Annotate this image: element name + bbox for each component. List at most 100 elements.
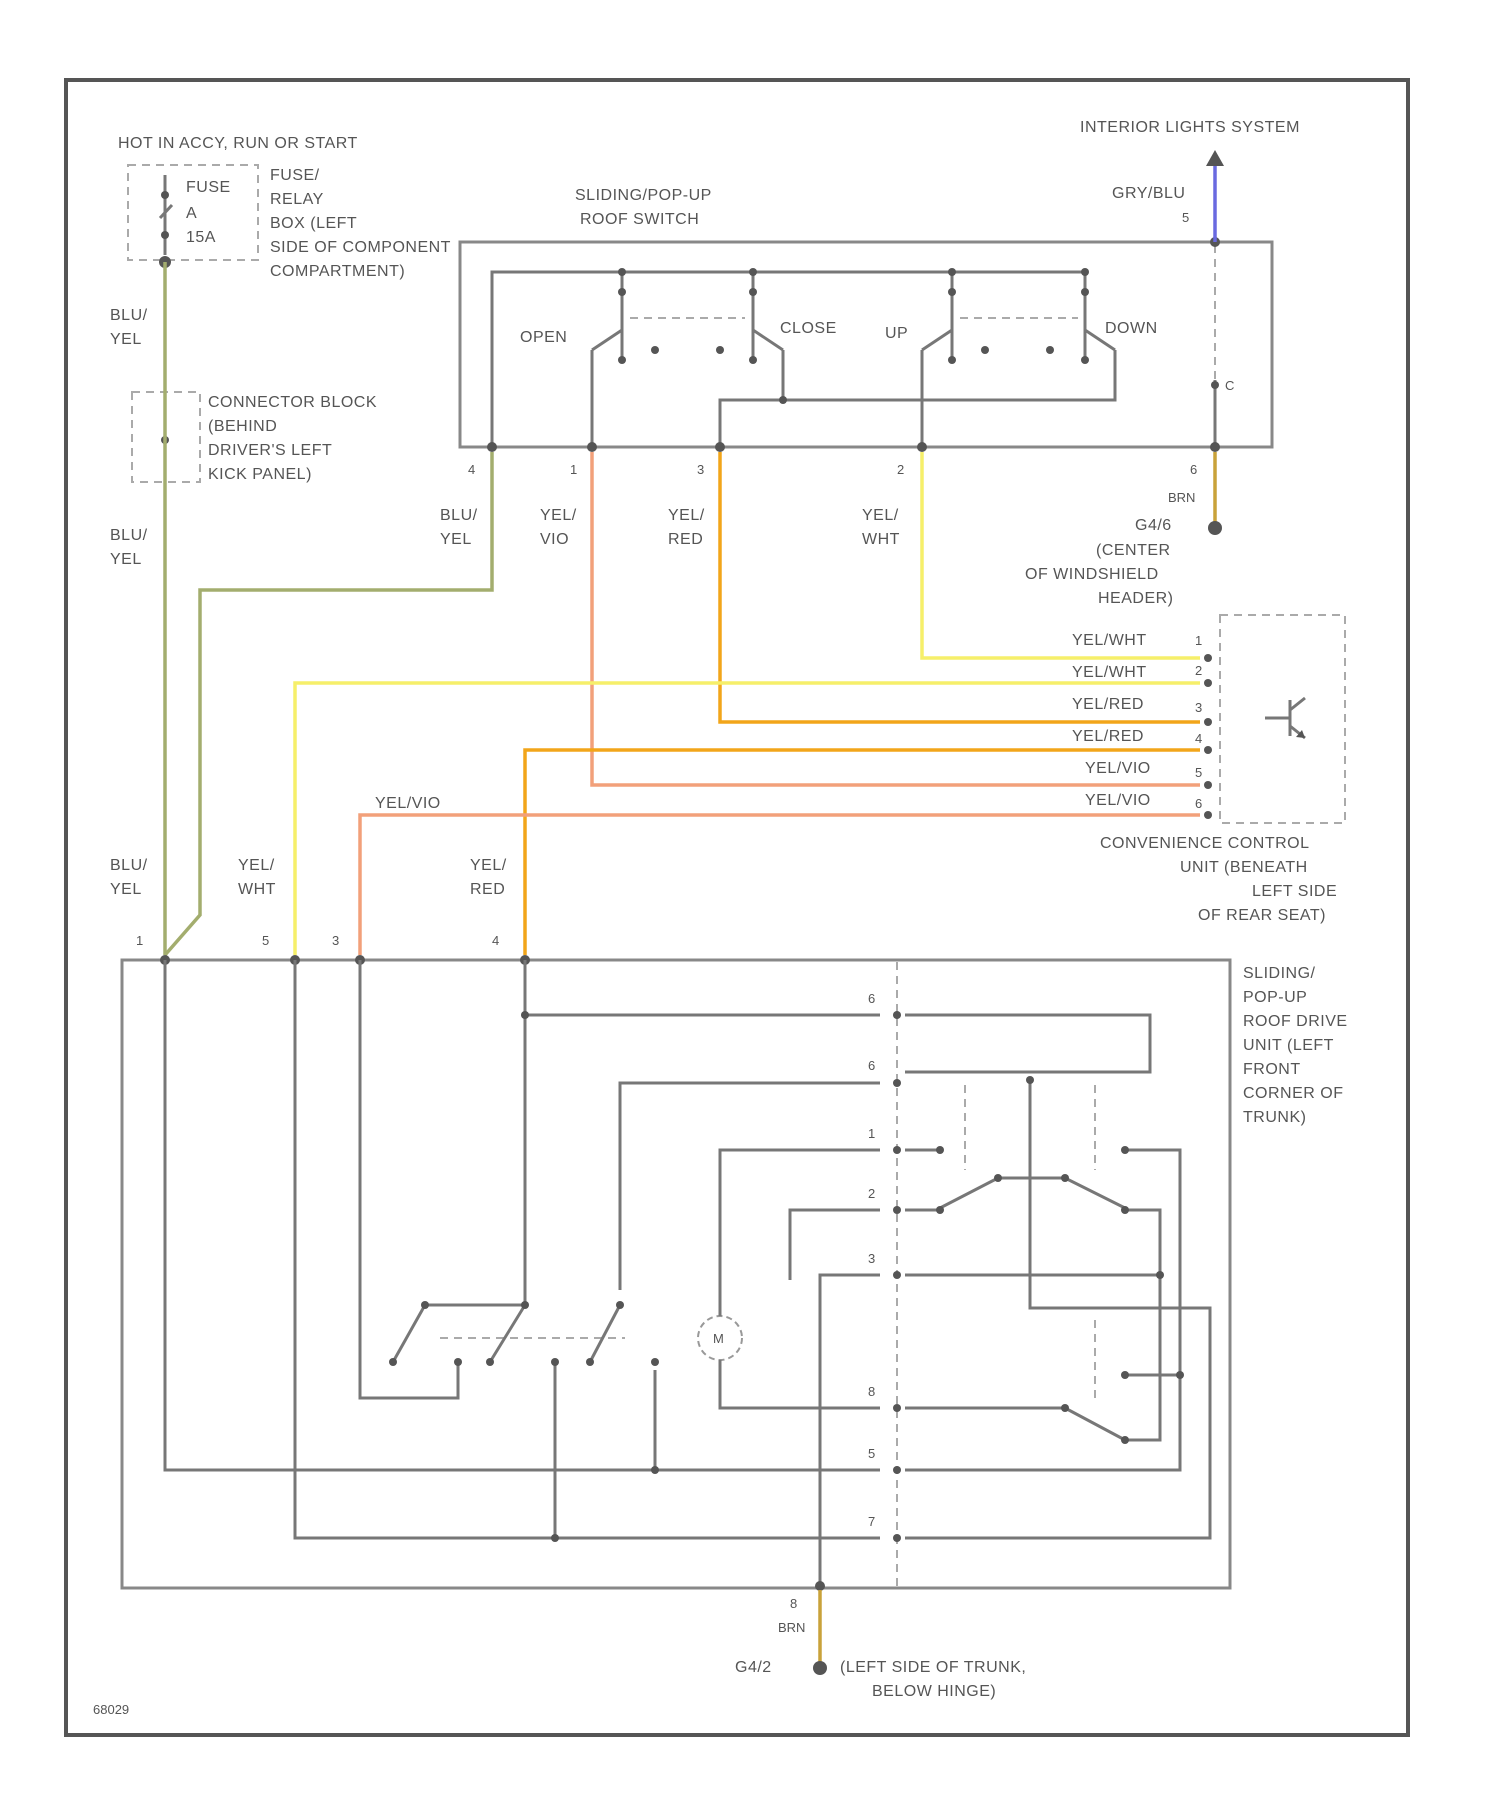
ccu-pin-1: 1 bbox=[1195, 633, 1202, 648]
motor-icon: M bbox=[698, 1316, 742, 1360]
fuse-relay-desc-1: FUSE/ bbox=[270, 167, 320, 184]
roof-switch: SLIDING/POP-UP ROOF SWITCH OPEN CLOSE UP… bbox=[460, 187, 1272, 477]
drive-right-pin-3: 1 bbox=[868, 1126, 875, 1141]
switch-down-label: DOWN bbox=[1105, 320, 1158, 337]
switch-pin-e: 6 bbox=[1190, 462, 1197, 477]
interior-lights-arrow bbox=[1206, 150, 1224, 166]
fuse-relay-desc-2: RELAY bbox=[270, 191, 324, 208]
wire-yel-wht-drive bbox=[295, 683, 1200, 955]
wire-label-drive-yel-red-a: YEL/ bbox=[470, 857, 507, 874]
switch-pin-c: 3 bbox=[697, 462, 704, 477]
fuse-rating: 15A bbox=[186, 229, 216, 246]
connector-block-desc-1: CONNECTOR BLOCK bbox=[208, 394, 377, 411]
wire-label-drive-blu-yel-b: YEL bbox=[110, 881, 142, 898]
ccu-wire-label-5: YEL/VIO bbox=[1085, 760, 1151, 777]
wire-label-drive-yel-red-b: RED bbox=[470, 881, 505, 898]
wire-label-blu-yel-2b: YEL bbox=[110, 551, 142, 568]
wire-label-sw-yel-wht-a: YEL/ bbox=[862, 507, 899, 524]
wire-label-yel-vio-inline: YEL/VIO bbox=[375, 795, 441, 812]
ccu-desc-3: LEFT SIDE bbox=[1252, 883, 1337, 900]
drive-unit-desc-1: SLIDING/ bbox=[1243, 965, 1316, 982]
ccu-desc-1: CONVENIENCE CONTROL bbox=[1100, 835, 1310, 852]
drive-right-pin-8: 7 bbox=[868, 1514, 875, 1529]
wire-label-sw-blu-yel-b: YEL bbox=[440, 531, 472, 548]
ccu-wire-label-4: YEL/RED bbox=[1072, 728, 1144, 745]
ground-center-label: G4/6 bbox=[1135, 517, 1172, 534]
fuse-relay-desc-4: SIDE OF COMPONENT bbox=[270, 239, 451, 256]
drive-top-pin-1: 1 bbox=[136, 933, 143, 948]
switch-up-label: UP bbox=[885, 325, 908, 342]
wire-label-sw-blu-yel-a: BLU/ bbox=[440, 507, 478, 524]
ccu-pin-5: 5 bbox=[1195, 765, 1202, 780]
drive-top-pin-3: 3 bbox=[332, 933, 339, 948]
transistor-icon bbox=[1265, 698, 1305, 738]
wire-label-brn-2: BRN bbox=[778, 1620, 805, 1635]
wire-label-gry-blu: GRY/BLU bbox=[1112, 185, 1185, 202]
wire-yel-red-drive bbox=[525, 750, 1200, 955]
drive-unit-desc-3: ROOF DRIVE bbox=[1243, 1013, 1348, 1030]
interior-lights-label: INTERIOR LIGHTS SYSTEM bbox=[1080, 119, 1300, 136]
fuse-label: FUSE bbox=[186, 179, 231, 196]
drive-right-pin-5: 3 bbox=[868, 1251, 875, 1266]
fuse-relay-desc-3: BOX (LEFT bbox=[270, 215, 357, 232]
ccu-pin-6: 6 bbox=[1195, 796, 1202, 811]
ccu-pin-2: 2 bbox=[1195, 663, 1202, 678]
ccu-wire-label-2: YEL/WHT bbox=[1072, 664, 1147, 681]
fuse-relay-desc-5: COMPARTMENT) bbox=[270, 263, 405, 280]
wire-label-sw-yel-vio-a: YEL/ bbox=[540, 507, 577, 524]
wire-label-sw-yel-red-a: YEL/ bbox=[668, 507, 705, 524]
connector-block: CONNECTOR BLOCK (BEHIND DRIVER'S LEFT KI… bbox=[132, 392, 377, 483]
drive-unit-desc-7: TRUNK) bbox=[1243, 1109, 1306, 1126]
wire-label-sw-yel-red-b: RED bbox=[668, 531, 703, 548]
wire-label-drive-yel-wht-a: YEL/ bbox=[238, 857, 275, 874]
connector-block-desc-2: (BEHIND bbox=[208, 418, 277, 435]
fuse-relay-box: HOT IN ACCY, RUN OR START FUSE A 15A FUS… bbox=[118, 135, 451, 280]
drive-ground-pin: 8 bbox=[790, 1596, 797, 1611]
wire-label-sw-yel-wht-b: WHT bbox=[862, 531, 900, 548]
wire-label-blu-yel-1b: YEL bbox=[110, 331, 142, 348]
drive-unit-desc-6: CORNER OF bbox=[1243, 1085, 1344, 1102]
hot-label: HOT IN ACCY, RUN OR START bbox=[118, 135, 358, 152]
wire-label-drive-blu-yel-a: BLU/ bbox=[110, 857, 148, 874]
connector-block-desc-4: KICK PANEL) bbox=[208, 466, 312, 483]
drive-top-pin-2: 5 bbox=[262, 933, 269, 948]
ccu-pin-3: 3 bbox=[1195, 700, 1202, 715]
wire-label-brn-1: BRN bbox=[1168, 490, 1195, 505]
ground-center-desc-3: HEADER) bbox=[1098, 590, 1174, 607]
switch-inner-pin: C bbox=[1225, 378, 1234, 393]
ccu-wire-label-1: YEL/WHT bbox=[1072, 632, 1147, 649]
drive-top-pin-4: 4 bbox=[492, 933, 499, 948]
switch-pin-d: 2 bbox=[897, 462, 904, 477]
figure-number: 68029 bbox=[93, 1702, 129, 1717]
switch-top-pin: 5 bbox=[1182, 210, 1189, 225]
switch-close-label: CLOSE bbox=[780, 320, 837, 337]
switch-pin-b: 1 bbox=[570, 462, 577, 477]
drive-right-pin-4: 2 bbox=[868, 1186, 875, 1201]
drive-right-pin-7: 5 bbox=[868, 1446, 875, 1461]
wire-label-sw-yel-vio-b: VIO bbox=[540, 531, 569, 548]
roof-switch-title-2: ROOF SWITCH bbox=[580, 211, 699, 228]
drive-right-pin-6: 8 bbox=[868, 1384, 875, 1399]
ground-center-desc-2: OF WINDSHIELD bbox=[1025, 566, 1159, 583]
ground-trunk-label: G4/2 bbox=[735, 1659, 772, 1676]
ground-trunk-desc-2: BELOW HINGE) bbox=[872, 1683, 996, 1700]
ccu-desc-2: UNIT (BENEATH bbox=[1180, 859, 1308, 876]
ground-trunk-desc-1: (LEFT SIDE OF TRUNK, bbox=[840, 1659, 1026, 1676]
drive-unit-desc-2: POP-UP bbox=[1243, 989, 1307, 1006]
wire-blu-yel-switch bbox=[165, 452, 492, 955]
roof-switch-title-1: SLIDING/POP-UP bbox=[575, 187, 712, 204]
ccu-wire-label-6: YEL/VIO bbox=[1085, 792, 1151, 809]
wire-label-blu-yel-1a: BLU/ bbox=[110, 307, 148, 324]
ccu-desc-4: OF REAR SEAT) bbox=[1198, 907, 1326, 924]
drive-right-pin-1: 6 bbox=[868, 991, 875, 1006]
ground-center-desc-1: (CENTER bbox=[1096, 542, 1171, 559]
drive-unit-desc-5: FRONT bbox=[1243, 1061, 1301, 1078]
switch-pin-a: 4 bbox=[468, 462, 475, 477]
drive-unit-desc-4: UNIT (LEFT bbox=[1243, 1037, 1334, 1054]
connector-block-desc-3: DRIVER'S LEFT bbox=[208, 442, 332, 459]
switch-open-label: OPEN bbox=[520, 329, 567, 346]
ccu-pin-4: 4 bbox=[1195, 731, 1202, 746]
wire-label-drive-yel-wht-b: WHT bbox=[238, 881, 276, 898]
fuse-id: A bbox=[186, 205, 197, 222]
